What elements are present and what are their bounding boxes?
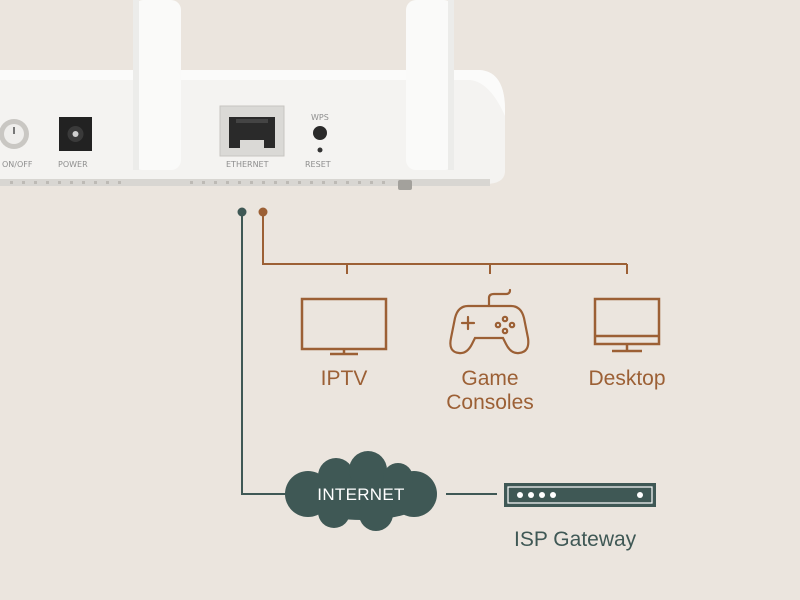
reset-hole	[317, 147, 323, 153]
wan-connection-lines	[241, 212, 497, 495]
router-top-edge	[0, 70, 505, 116]
power-jack	[59, 117, 92, 151]
antenna-right	[406, 0, 454, 170]
device-label-game-consoles: Game Consoles	[420, 367, 560, 415]
router-vents	[10, 181, 385, 184]
power-label: POWER	[58, 160, 88, 169]
ethernet-label: ETHERNET	[226, 160, 269, 169]
isp-gateway-device	[504, 483, 656, 507]
iptv-label: IPTV	[320, 367, 368, 390]
router-bottom-edge	[0, 179, 490, 186]
game-label-line2: Consoles	[446, 391, 534, 414]
device-label-desktop: Desktop	[567, 367, 687, 391]
device-label-iptv: IPTV	[294, 367, 394, 391]
router: ON/OFF POWER ETHERNET WPS RESET	[0, 0, 505, 190]
reset-label: RESET	[305, 160, 331, 169]
wps-button	[313, 126, 327, 140]
on-off-label: ON/OFF	[2, 160, 33, 169]
game-label-line1: Game	[461, 367, 519, 390]
desktop-label: Desktop	[588, 367, 666, 390]
internet-label: INTERNET	[317, 485, 404, 504]
gamepad-icon	[449, 288, 530, 355]
router-foot	[398, 180, 412, 190]
antenna-left	[133, 0, 181, 170]
ethernet-port	[219, 105, 285, 157]
tv-icon	[300, 297, 388, 356]
monitor-icon	[593, 297, 661, 353]
lan-connection-lines	[262, 212, 628, 274]
isp-gateway-label: ISP Gateway	[514, 528, 637, 551]
internet-cloud: INTERNET	[285, 451, 437, 531]
wps-label: WPS	[311, 113, 329, 122]
power-switch	[0, 119, 29, 149]
